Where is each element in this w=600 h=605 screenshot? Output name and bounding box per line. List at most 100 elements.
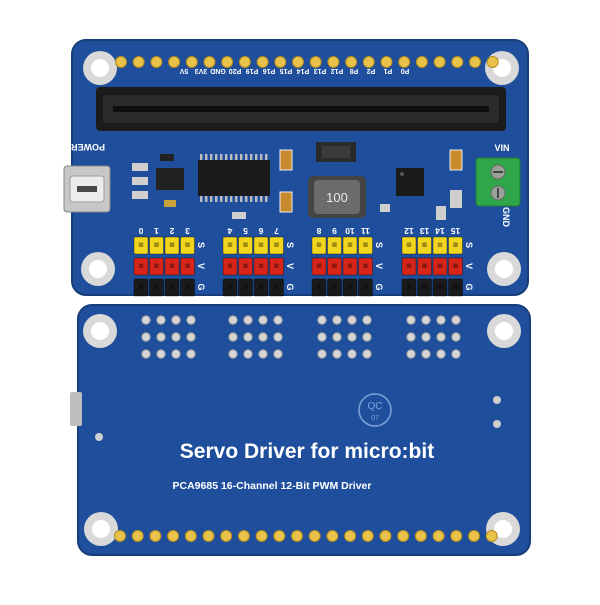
solder-joint: [406, 332, 416, 342]
pin-pad: [345, 56, 358, 68]
header-pin: [269, 278, 284, 297]
power-label: POWER: [71, 142, 106, 152]
solder-joint: [362, 332, 372, 342]
solder-joint: [421, 315, 431, 325]
header-pin: [401, 236, 417, 255]
top-pin-label: P16: [263, 67, 276, 74]
header-pin: [432, 257, 448, 276]
solder-joint: [258, 315, 268, 325]
top-pin-label: P8: [350, 67, 359, 74]
pin-pad: [115, 56, 127, 68]
top-pin-label: P20: [229, 67, 242, 74]
qc-stamp-label: QC: [368, 401, 383, 412]
row-label: G: [196, 283, 206, 290]
pin-pad: [274, 56, 287, 68]
pin-pad: [184, 530, 197, 542]
header-pin: [222, 236, 238, 255]
pin-pad: [255, 530, 268, 542]
solder-joint: [406, 315, 416, 325]
top-pin-label: 5V: [179, 67, 188, 74]
header-pin: [311, 257, 327, 276]
channel-number: 1: [154, 226, 159, 236]
usb-shell: [70, 392, 82, 426]
vin-label: VIN: [494, 143, 509, 153]
pin-pad: [168, 56, 181, 68]
header-pin: [448, 278, 463, 297]
row-label: V: [196, 263, 206, 269]
qc-stamp: QC 07: [358, 393, 392, 427]
power-ic: [396, 168, 424, 196]
solder-joint: [171, 315, 181, 325]
solder-joint: [332, 332, 342, 342]
gnd-label: GND: [501, 207, 511, 228]
header-pin: [311, 278, 327, 297]
row-label: G: [374, 283, 384, 290]
pin-pad: [450, 530, 463, 542]
pin-pad: [468, 530, 480, 542]
header-pin: [238, 257, 253, 276]
pin-pad: [114, 530, 126, 542]
header-pin: [164, 236, 180, 255]
pin-pad: [237, 530, 250, 542]
solder-joint: [421, 332, 431, 342]
pin-pad: [486, 56, 499, 68]
channel-number: 2: [169, 226, 174, 236]
pin-pad: [398, 56, 411, 68]
row-label: S: [196, 242, 206, 248]
header-pin: [222, 257, 238, 276]
row-label: V: [464, 263, 474, 269]
solder-joint: [436, 332, 446, 342]
channel-number: 14: [435, 226, 445, 236]
header-pin: [327, 236, 342, 255]
solder-joint: [243, 349, 253, 359]
pin-pad: [380, 56, 393, 68]
header-pin: [342, 278, 358, 297]
back-board: QC 07 Servo Driver for micro:bit PCA9685…: [70, 304, 531, 556]
header-pin: [269, 236, 284, 255]
row-label: G: [285, 283, 295, 290]
channel-number: 12: [404, 226, 414, 236]
mounting-hole-icon: [81, 252, 115, 286]
channel-number: 4: [227, 226, 232, 236]
servo-headers: [133, 236, 463, 297]
via-icon: [95, 433, 103, 441]
channel-number: 8: [316, 226, 321, 236]
channel-number: 5: [243, 226, 248, 236]
pin-pad: [150, 56, 163, 68]
row-label: V: [374, 263, 384, 269]
pca9685-chip: [198, 154, 270, 202]
pin-pad: [256, 56, 269, 68]
header-pin: [327, 278, 342, 297]
solder-joint: [228, 332, 238, 342]
solder-joint: [451, 349, 461, 359]
solder-joint: [243, 315, 253, 325]
channel-number: 0: [138, 226, 143, 236]
pin-pad: [273, 530, 286, 542]
pin-pad: [361, 530, 374, 542]
row-label: S: [464, 242, 474, 248]
solder-joint: [171, 332, 181, 342]
vin-terminal-block: [475, 157, 521, 207]
channel-number: 9: [332, 226, 337, 236]
channel-number: 11: [361, 226, 370, 236]
row-label: V: [285, 263, 295, 269]
mounting-hole-icon: [487, 314, 521, 348]
header-pin: [253, 278, 269, 297]
solder-joint: [258, 349, 268, 359]
pin-pad: [292, 56, 304, 68]
header-pin: [448, 257, 463, 276]
header-pin: [358, 257, 373, 276]
solder-joint: [347, 349, 357, 359]
header-pin: [269, 257, 284, 276]
row-label: G: [464, 283, 474, 290]
mounting-hole-icon: [487, 252, 521, 286]
solder-joint: [186, 332, 196, 342]
pin-pad: [221, 56, 234, 68]
pin-pad: [327, 56, 340, 68]
header-pin: [238, 236, 253, 255]
pin-pad: [433, 56, 446, 68]
pin-pad: [451, 56, 464, 68]
